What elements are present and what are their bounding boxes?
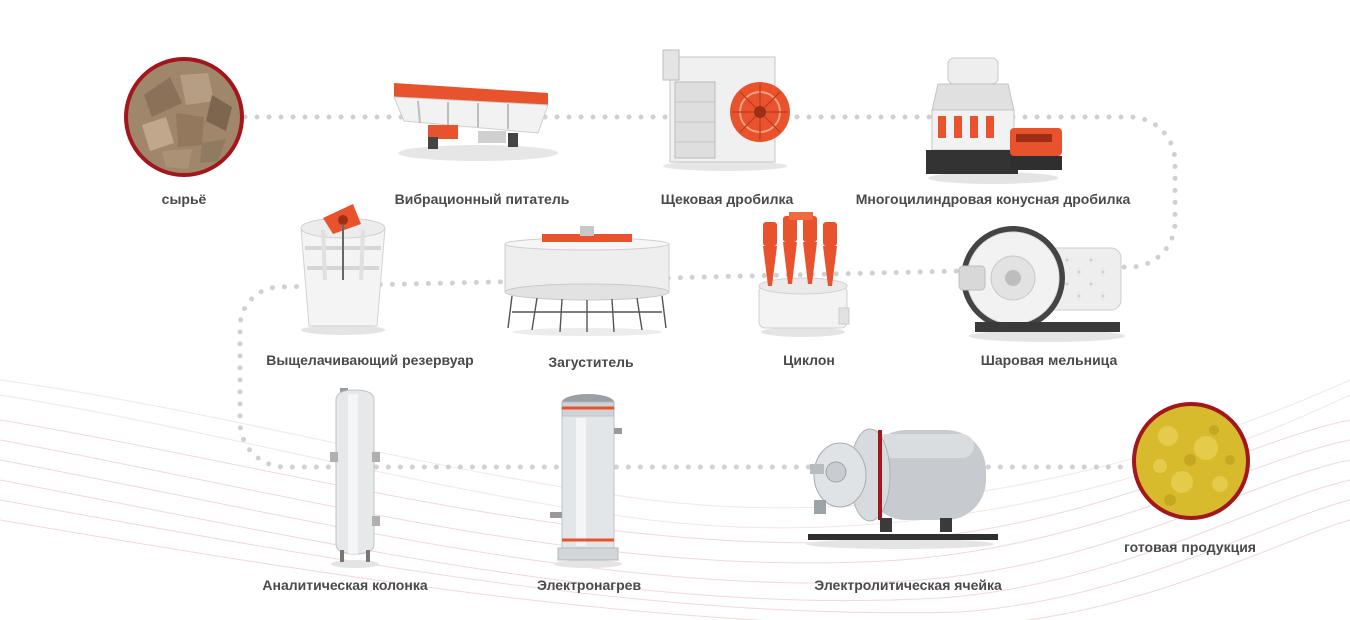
analytical-column-image [328,380,383,570]
dotted-process-path [237,114,1178,470]
cone-crusher-image [918,50,1068,185]
leaching-tank-label: Выщелачивающий резервуар [266,352,474,368]
vibrating-feeder-label: Вибрационный питатель [394,191,570,207]
electric-heater-image [548,388,628,568]
leaching-tank-image [293,200,393,335]
electric-heater-label: Электронагрев [536,577,642,593]
final-product-image [1130,400,1252,522]
raw-material-label: сырьё [161,191,207,207]
cone-crusher-label: Многоцилиндровая конусная дробилка [855,191,1131,207]
jaw-crusher-image [655,42,800,172]
cyclone-image [753,212,853,337]
vibrating-feeder-image [388,75,560,165]
electrolytic-cell-label: Электролитическая ячейка [814,577,1002,593]
raw-material-image [122,55,246,179]
electrolytic-cell-image [800,420,1000,550]
analytical-column-label: Аналитическая колонка [262,577,428,593]
final-product-label: готовая продукция [1124,539,1256,555]
ball-mill-label: Шаровая мельница [980,352,1118,368]
cyclone-label: Циклон [783,352,835,368]
thickener-image [502,222,672,337]
ball-mill-image [955,212,1130,342]
jaw-crusher-label: Щековая дробилка [660,191,794,207]
thickener-label: Загуститель [548,354,634,370]
